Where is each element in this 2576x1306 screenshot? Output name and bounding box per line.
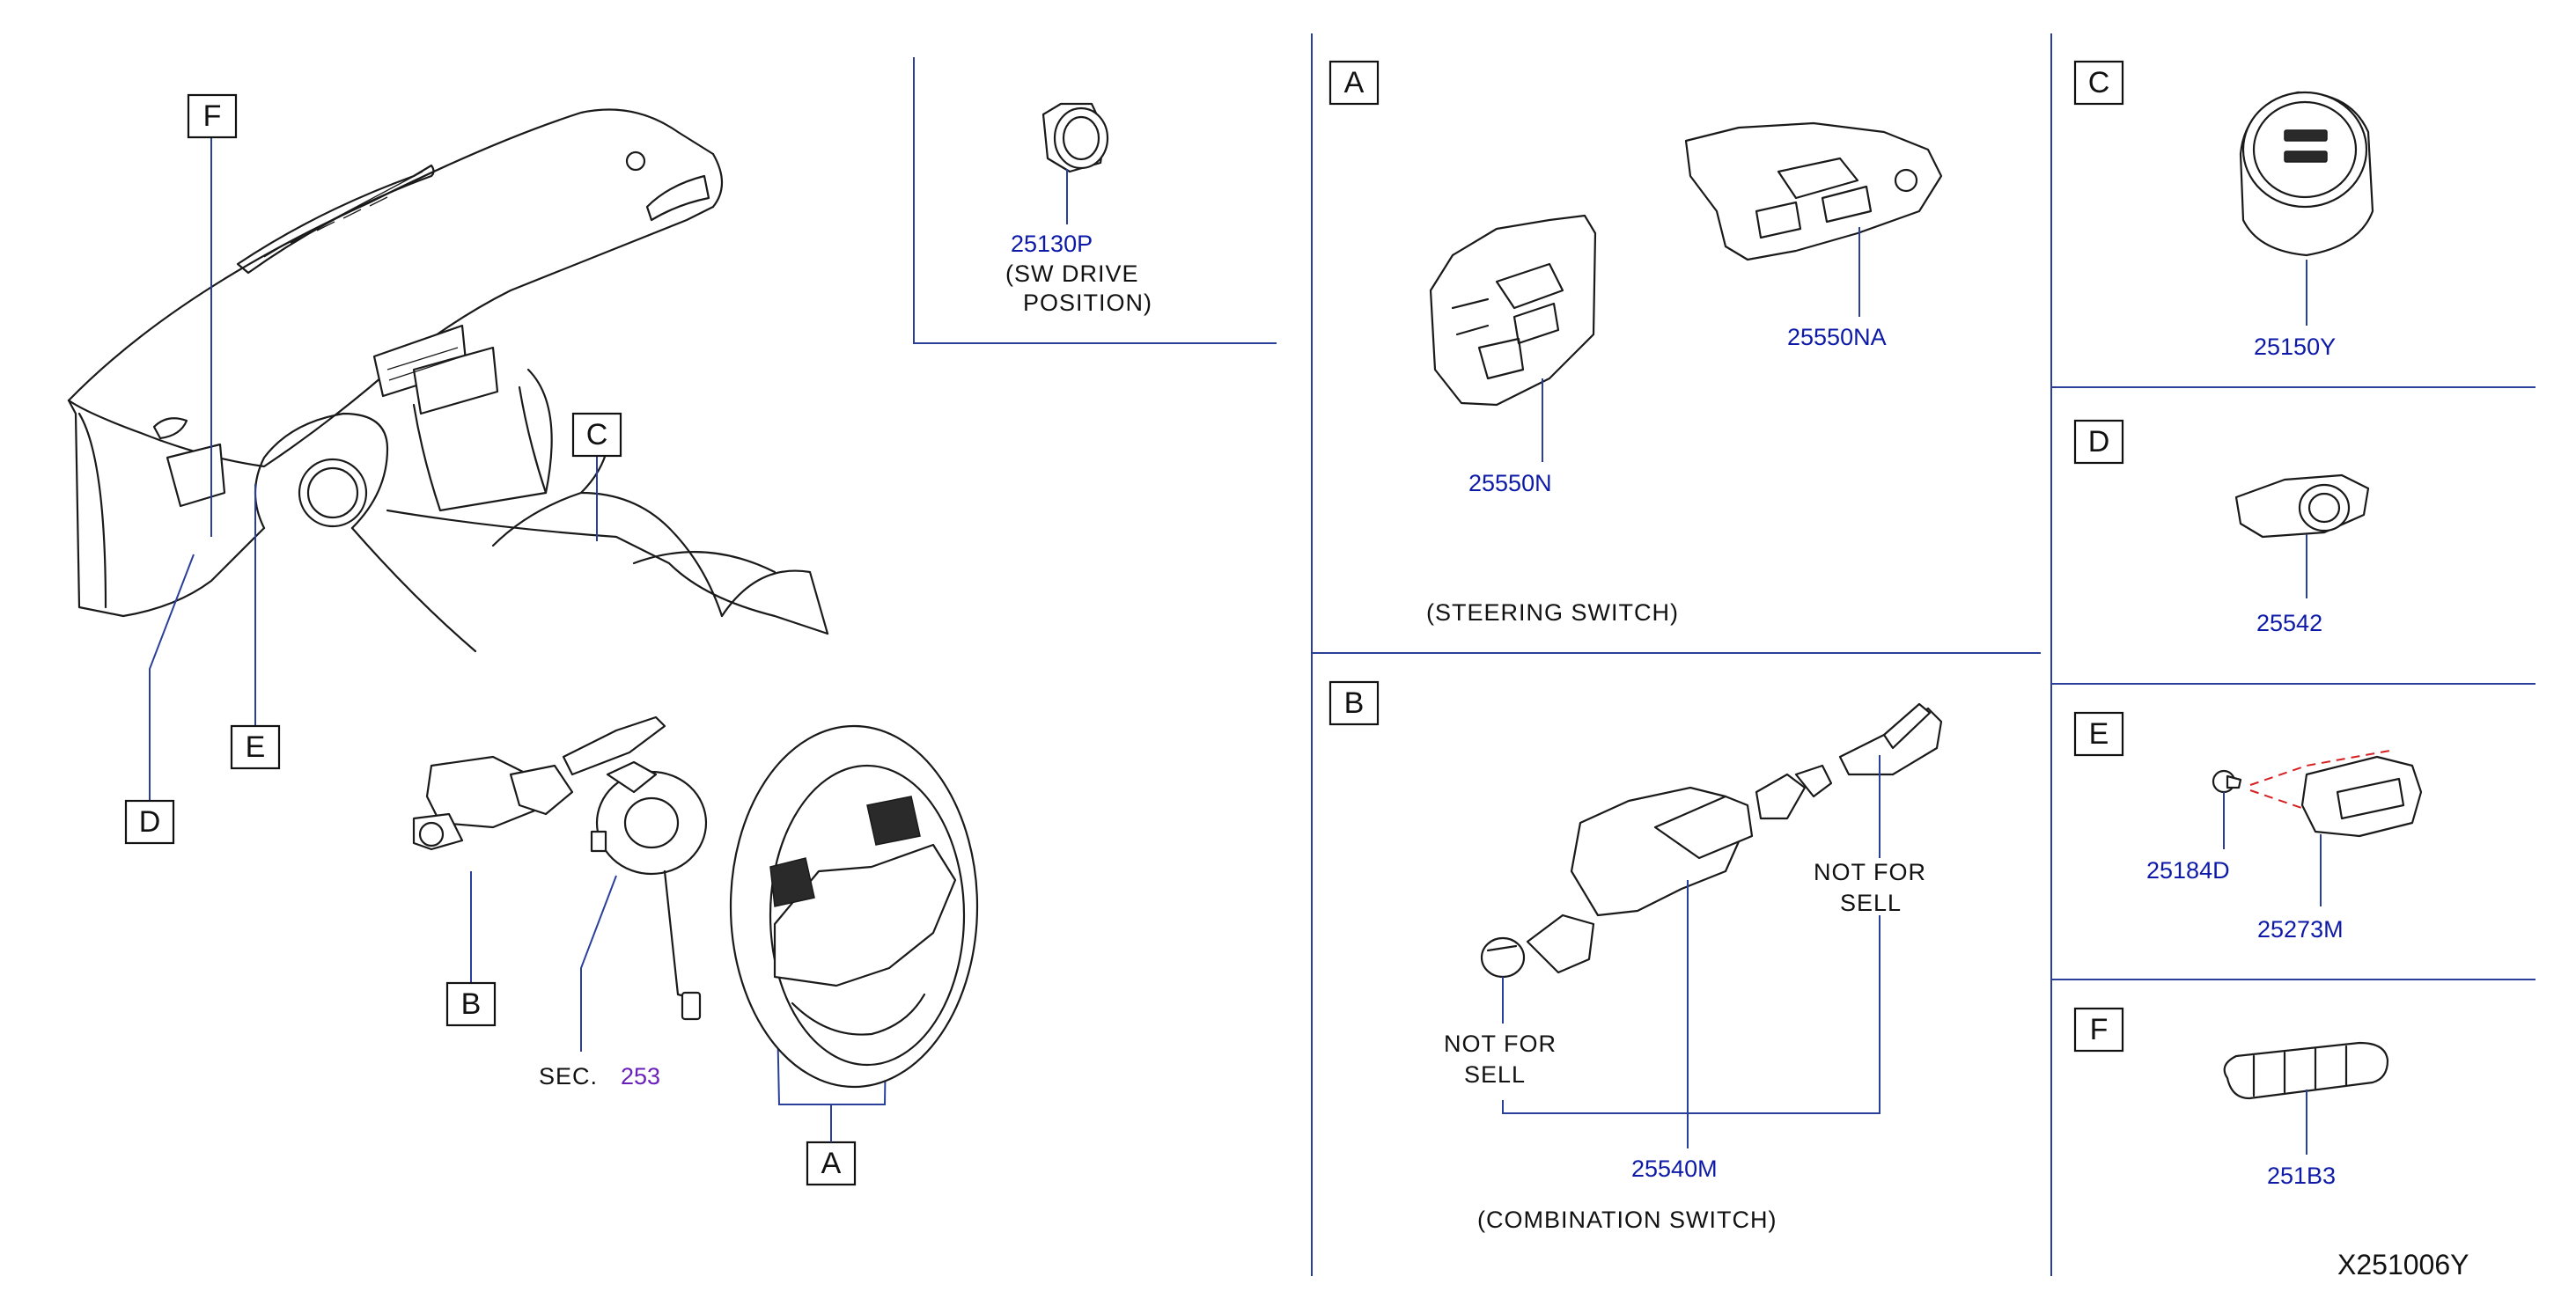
svg-text:B: B xyxy=(461,987,482,1021)
steering-wheel-drawing xyxy=(729,724,979,1089)
sec-reference: SEC. 253 xyxy=(539,1063,660,1090)
svg-text:25540M: 25540M xyxy=(1631,1156,1718,1182)
svg-text:NOT FOR: NOT FOR xyxy=(1814,859,1926,885)
svg-text:(COMBINATION SWITCH): (COMBINATION SWITCH) xyxy=(1477,1207,1777,1233)
callout-a-bracket xyxy=(779,1104,832,1142)
callout-d: D xyxy=(124,799,175,845)
callout-b: B xyxy=(445,981,497,1027)
section-f: F 251B3 xyxy=(2073,1007,2389,1189)
section-a: A 25550N 25550NA (STEERING SWITCH) xyxy=(1328,60,1943,626)
svg-text:25550N: 25550N xyxy=(1468,470,1552,496)
svg-text:25542: 25542 xyxy=(2256,610,2322,636)
svg-text:C: C xyxy=(2088,66,2110,99)
svg-text:25184D: 25184D xyxy=(2146,857,2230,884)
svg-text:A: A xyxy=(821,1147,842,1180)
svg-text:D: D xyxy=(139,805,161,839)
section-b: B NOT FOR SELL NOT FOR SELL 25540M (COMB… xyxy=(1328,680,1943,1233)
section-c: C 25150Y xyxy=(2073,60,2374,360)
svg-text:E: E xyxy=(2089,717,2109,751)
svg-text:25130P: 25130P xyxy=(1011,231,1093,257)
svg-text:SEC.: SEC. xyxy=(539,1063,598,1090)
svg-text:POSITION): POSITION) xyxy=(1023,290,1152,316)
svg-text:(STEERING SWITCH): (STEERING SWITCH) xyxy=(1426,599,1679,626)
dashboard-overview-drawing xyxy=(67,108,829,653)
svg-text:25273M: 25273M xyxy=(2257,916,2344,943)
svg-text:F: F xyxy=(203,99,222,133)
diagram-id: X251006Y xyxy=(2337,1249,2469,1280)
svg-text:25150Y: 25150Y xyxy=(2254,334,2336,360)
section-e: E 25184D 25273M xyxy=(2073,711,2423,943)
svg-text:E: E xyxy=(246,730,266,764)
svg-text:25550NA: 25550NA xyxy=(1787,324,1887,350)
clock-spring-drawing xyxy=(590,760,708,1021)
svg-text:F: F xyxy=(2090,1013,2109,1046)
combination-switch-small-drawing xyxy=(412,715,666,851)
callout-a: A xyxy=(806,1141,857,1186)
section-d: D 25542 xyxy=(2073,419,2370,636)
svg-text:(SW DRIVE: (SW DRIVE xyxy=(1005,260,1139,287)
callout-f: F xyxy=(187,93,238,139)
svg-text:253: 253 xyxy=(621,1063,660,1090)
drive-position-switch: 25130P (SW DRIVE POSITION) xyxy=(913,57,1272,344)
svg-text:SELL: SELL xyxy=(1464,1061,1526,1088)
svg-text:SELL: SELL xyxy=(1840,890,1902,916)
svg-text:A: A xyxy=(1344,66,1365,99)
svg-text:C: C xyxy=(586,418,608,451)
svg-text:NOT FOR: NOT FOR xyxy=(1444,1031,1557,1057)
svg-text:B: B xyxy=(1344,686,1365,720)
callout-e: E xyxy=(230,724,281,770)
svg-text:D: D xyxy=(2088,425,2110,459)
svg-text:251B3: 251B3 xyxy=(2267,1163,2336,1189)
callout-c: C xyxy=(571,412,622,458)
